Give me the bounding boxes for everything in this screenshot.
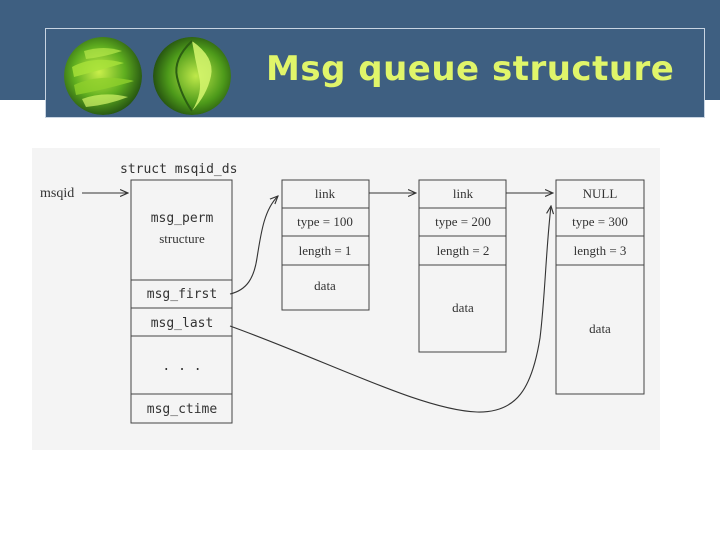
message-3-length: length = 3	[574, 243, 627, 258]
message-2-link: link	[453, 186, 474, 201]
message-3-link: NULL	[583, 186, 618, 201]
msg-last-pointer	[229, 206, 551, 413]
message-2-type: type = 200	[435, 214, 491, 229]
field-msg-perm-sub: structure	[159, 231, 205, 246]
struct-label: struct msqid_ds	[120, 162, 237, 177]
field-msg-last: msg_last	[151, 316, 214, 331]
message-1-link: link	[315, 186, 336, 201]
field-msg-ctime: msg_ctime	[147, 402, 218, 417]
green-leaf-photo-icon	[153, 37, 231, 115]
msqid-ds-struct	[130, 179, 233, 424]
title-box: Msg queue structure	[45, 28, 705, 118]
message-1-box	[281, 179, 370, 311]
message-3-box	[555, 179, 645, 395]
queue-diagram-svg: struct msqid_ds msqid msg_perm structure…	[40, 162, 645, 424]
message-3-type: type = 300	[572, 214, 628, 229]
entry-label: msqid	[40, 186, 74, 201]
field-ellipsis: . . .	[162, 359, 201, 374]
message-2-length: length = 2	[437, 243, 490, 258]
message-2-box	[418, 179, 507, 353]
slide-title: Msg queue structure	[266, 49, 675, 89]
field-msg-first: msg_first	[147, 287, 217, 302]
message-1-length: length = 1	[299, 243, 352, 258]
message-2-data: data	[452, 300, 474, 315]
field-msg-perm: msg_perm	[151, 211, 214, 226]
msg-first-pointer	[229, 196, 278, 295]
queue-diagram: struct msqid_ds msqid msg_perm structure…	[32, 148, 660, 450]
message-1-type: type = 100	[297, 214, 353, 229]
green-leaf-photo-icon	[64, 37, 142, 115]
message-1-data: data	[314, 278, 336, 293]
message-3-data: data	[589, 321, 611, 336]
